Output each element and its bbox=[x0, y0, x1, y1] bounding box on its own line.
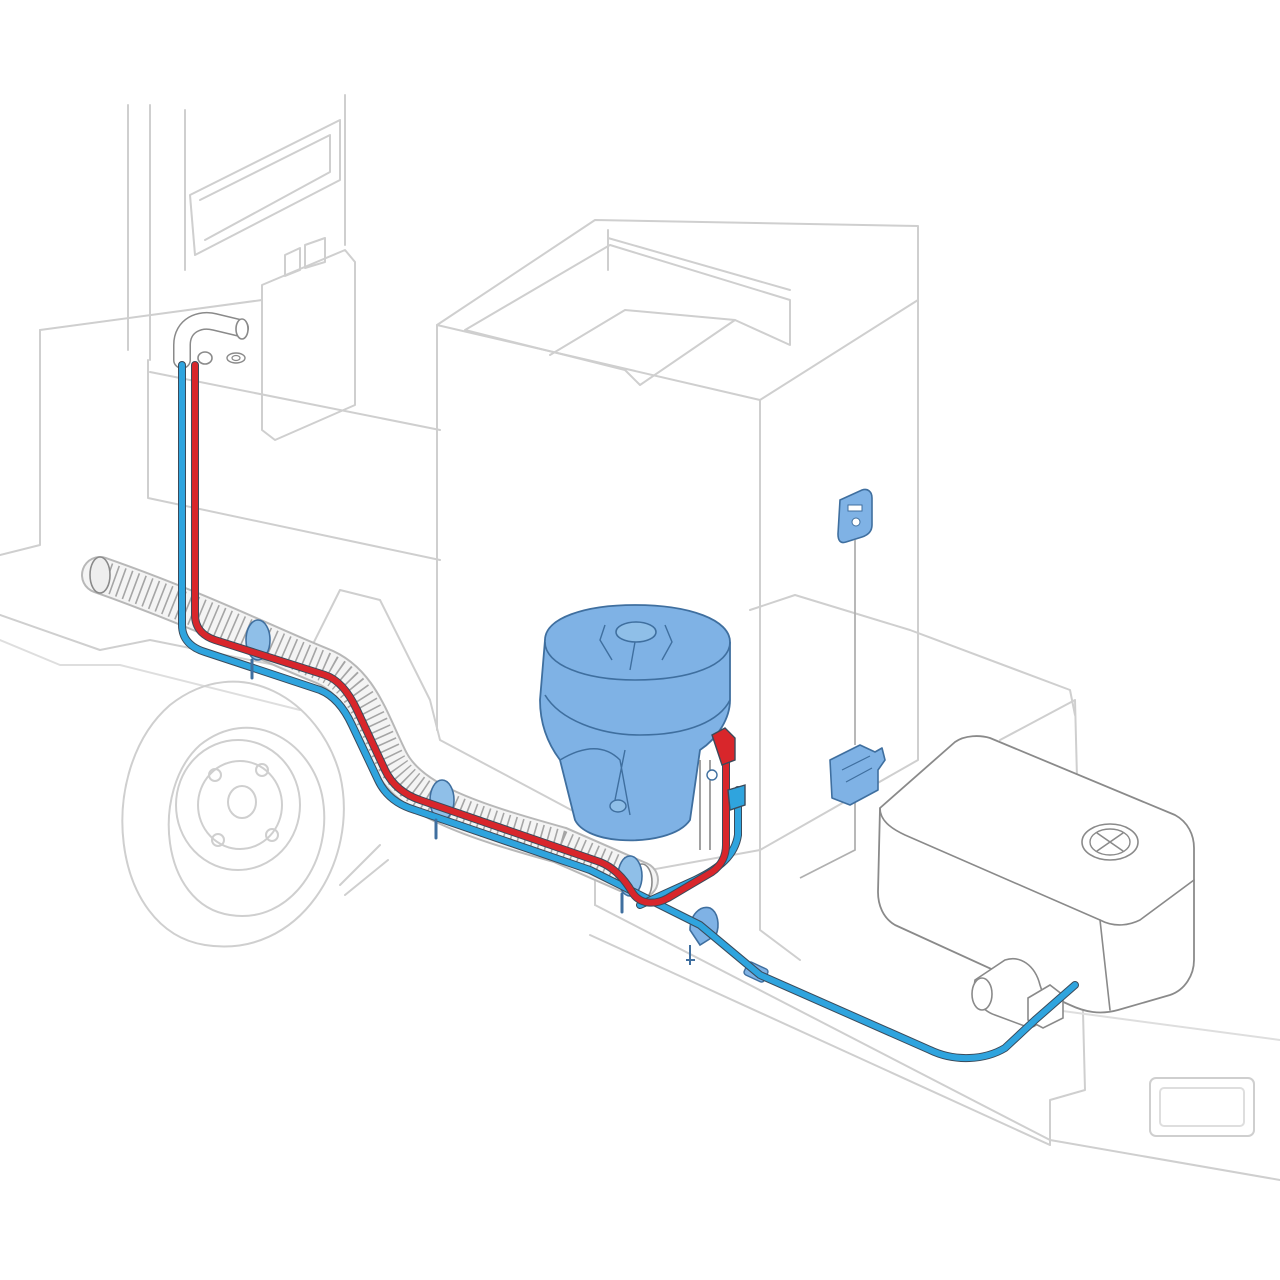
filter-end bbox=[971, 977, 993, 1011]
heater-tank-top-rim bbox=[544, 641, 731, 681]
floor-outlet-hole bbox=[231, 354, 241, 362]
heater-tank-lower-ribs bbox=[559, 748, 631, 816]
side-top-edge bbox=[39, 299, 263, 331]
heater-tank-top-ribs bbox=[599, 624, 673, 671]
tank-body bbox=[877, 735, 1195, 1014]
lower-compartment-top bbox=[749, 594, 1076, 716]
tire-tread bbox=[339, 844, 389, 896]
inner-floor-line bbox=[147, 359, 441, 561]
heater-tank-drain-port bbox=[609, 799, 627, 813]
cold-pipe-main bbox=[179, 362, 1078, 1061]
valve-stem bbox=[686, 945, 695, 965]
rear-window-inner bbox=[199, 134, 331, 241]
rear-light bbox=[1149, 1077, 1255, 1137]
control-panel-display bbox=[847, 504, 863, 512]
sink-opening bbox=[464, 244, 791, 386]
filler-neck bbox=[173, 312, 249, 369]
vehicle-outline bbox=[0, 94, 1280, 1181]
tire-inner bbox=[167, 726, 326, 918]
filler-neck-body bbox=[174, 313, 248, 368]
hose-ribs bbox=[95, 560, 647, 894]
heater-tank-cap bbox=[615, 621, 657, 643]
floor-outlet-ring bbox=[226, 352, 246, 364]
control-panel-icon bbox=[799, 488, 873, 879]
hot-pipe-main bbox=[192, 362, 729, 906]
sink-inner-rim bbox=[549, 309, 736, 356]
wheel-icon bbox=[121, 680, 389, 948]
lug-1 bbox=[208, 768, 222, 782]
control-panel-knob bbox=[851, 517, 861, 527]
fresh-water-tank-icon bbox=[877, 735, 1195, 1014]
right-side-panel bbox=[999, 699, 1086, 1146]
lug-4 bbox=[211, 833, 225, 847]
cold-inlet-fitting bbox=[727, 784, 746, 811]
heater-tank-waist bbox=[544, 694, 731, 736]
hose-open-end bbox=[89, 556, 111, 594]
rim bbox=[175, 739, 301, 871]
control-panel-body bbox=[837, 488, 873, 544]
storage-container bbox=[261, 249, 356, 441]
pump-body bbox=[829, 744, 886, 806]
rim-inner bbox=[197, 760, 283, 850]
rear-light-inner bbox=[1159, 1087, 1245, 1127]
hub bbox=[227, 785, 257, 819]
tank-cap-cross bbox=[1096, 832, 1124, 852]
hot-water-pipe bbox=[191, 361, 730, 907]
control-cable-lower bbox=[799, 790, 856, 879]
hot-outlet-fitting bbox=[711, 727, 736, 766]
lower-sill-line bbox=[0, 639, 301, 711]
floor-front-edge bbox=[594, 904, 1280, 1181]
heater-sensor bbox=[706, 769, 718, 781]
tire-outer bbox=[121, 680, 345, 948]
bottle-caps bbox=[284, 237, 326, 277]
lug-2 bbox=[255, 763, 269, 777]
rear-wall-lines bbox=[127, 94, 346, 361]
water-heater-tank-icon bbox=[539, 604, 746, 850]
tank-corner-edge bbox=[1099, 919, 1111, 1011]
side-front-edge bbox=[0, 329, 41, 556]
cabinet-top-lip bbox=[607, 229, 791, 291]
cabinet-top-right bbox=[759, 299, 919, 401]
filler-neck-end bbox=[235, 318, 249, 340]
lug-3 bbox=[265, 828, 279, 842]
pump-details bbox=[841, 755, 873, 783]
water-pump-icon bbox=[829, 744, 886, 806]
rear-window-panel bbox=[189, 119, 341, 256]
floor-front-edge-2 bbox=[589, 934, 1051, 1146]
lower-compartment-front bbox=[759, 619, 801, 961]
pipe-clips bbox=[250, 658, 624, 914]
filler-neck-tee bbox=[197, 351, 213, 365]
pipe-clip-marks bbox=[250, 658, 624, 914]
